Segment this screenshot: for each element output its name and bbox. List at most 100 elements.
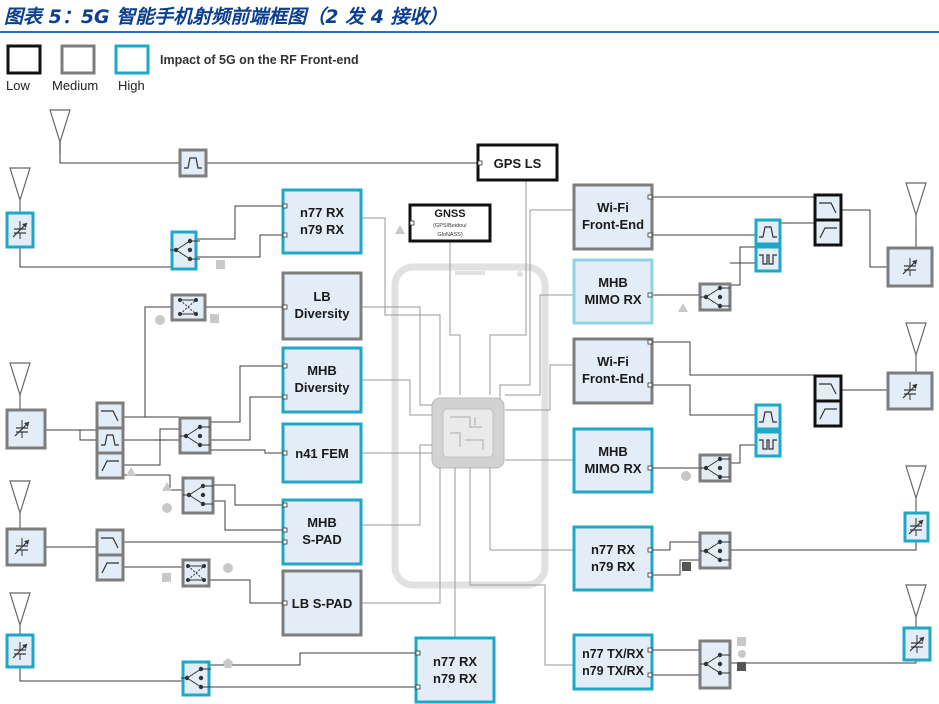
legend-box-high xyxy=(114,44,150,75)
tuner-icon xyxy=(886,246,934,288)
block-mhb-s-pad: MHB S-PAD xyxy=(281,498,363,566)
svg-text:Front-End: Front-End xyxy=(582,217,644,232)
tuner-icon xyxy=(886,371,934,411)
antennas xyxy=(9,109,927,638)
block-n77-tx-rx: n77 TX/RX n79 TX/RX xyxy=(572,633,654,691)
svg-text:GPS LS: GPS LS xyxy=(494,156,542,171)
antenna-icon xyxy=(9,362,31,408)
svg-text:MIMO RX: MIMO RX xyxy=(584,461,641,476)
svg-text:MIMO RX: MIMO RX xyxy=(584,292,641,307)
block-lb-s-pad: LB S-PAD xyxy=(281,569,363,637)
filters xyxy=(95,148,843,582)
switches xyxy=(169,230,732,697)
tuner-icon xyxy=(902,626,932,662)
block-lb-diversity: LB Diversity xyxy=(281,271,363,341)
block-wifi-fe-top: Wi-Fi Front-End xyxy=(572,183,654,251)
legend-label-medium: Medium xyxy=(52,78,98,93)
svg-text:Diversity: Diversity xyxy=(295,306,351,321)
filter-icon xyxy=(813,193,843,222)
block-mhb-mimo-bottom: MHB MIMO RX xyxy=(572,427,654,494)
legend-label-low: Low xyxy=(6,78,30,93)
antenna-icon xyxy=(9,592,31,638)
filter-icon xyxy=(754,245,782,273)
svg-text:LB: LB xyxy=(313,289,330,304)
switch-icon xyxy=(698,453,732,483)
filter-icon xyxy=(754,403,782,431)
svg-text:MHB: MHB xyxy=(598,275,628,290)
switch-icon xyxy=(181,558,211,588)
antenna-icon xyxy=(905,465,927,511)
antenna-icon xyxy=(905,182,927,228)
ports xyxy=(282,160,653,690)
figure-title: 图表 5：5G 智能手机射频前端框图（2 发 4 接收） xyxy=(4,6,448,28)
filter-icon xyxy=(813,218,843,247)
legend-label-high: High xyxy=(118,78,145,93)
svg-text:n79 RX: n79 RX xyxy=(300,222,344,237)
switch-icon xyxy=(178,416,212,455)
svg-text:n79 RX: n79 RX xyxy=(433,671,477,686)
antenna-icon xyxy=(9,480,31,526)
filter-icon xyxy=(95,553,125,582)
switch-icon xyxy=(170,293,207,322)
filter-icon xyxy=(95,426,125,455)
antenna-tuners xyxy=(5,211,934,669)
switch-icon xyxy=(169,230,201,271)
switch-icon xyxy=(181,476,215,515)
block-mhb-diversity: MHB Diversity xyxy=(281,346,363,414)
tuner-icon xyxy=(903,511,930,543)
svg-text:S-PAD: S-PAD xyxy=(302,532,341,547)
legend-box-medium xyxy=(60,44,96,75)
tuner-icon xyxy=(5,633,35,669)
block-gps: GPS LS xyxy=(476,143,559,182)
bus-wires xyxy=(361,180,574,666)
filter-icon xyxy=(178,148,208,178)
block-wifi-fe-bottom: Wi-Fi Front-End xyxy=(572,337,654,405)
processor-chip-icon xyxy=(431,397,505,469)
signal-wires xyxy=(19,142,917,688)
svg-text:Front-End: Front-End xyxy=(582,371,644,386)
block-n41-fem: n41 FEM xyxy=(281,422,363,484)
block-n77-rx-left: n77 RX n79 RX xyxy=(281,188,363,255)
block-n77-rx-right: n77 RX n79 RX xyxy=(572,525,654,592)
filter-icon xyxy=(95,401,125,430)
filter-icon xyxy=(813,399,843,428)
block-mhb-mimo-top: MHB MIMO RX xyxy=(572,258,654,325)
switch-icon xyxy=(180,660,212,697)
svg-text:MHB: MHB xyxy=(307,363,337,378)
filter-icon xyxy=(95,528,125,557)
legend-caption: Impact of 5G on the RF Front-end xyxy=(160,53,359,67)
svg-text:n41 FEM: n41 FEM xyxy=(295,446,348,461)
svg-text:LB S-PAD: LB S-PAD xyxy=(292,596,352,611)
filter-icon xyxy=(813,374,843,403)
svg-text:Wi-Fi: Wi-Fi xyxy=(597,200,629,215)
title-rule xyxy=(0,31,939,33)
rf-frontend-diagram: Low Medium High Impact of 5G on the RF F… xyxy=(5,44,934,704)
antenna-icon xyxy=(905,322,927,368)
svg-text:n79 RX: n79 RX xyxy=(591,559,635,574)
indicators xyxy=(126,225,746,671)
svg-text:Wi-Fi: Wi-Fi xyxy=(597,354,629,369)
svg-text:n77 RX: n77 RX xyxy=(433,654,477,669)
switch-icon xyxy=(698,531,732,570)
svg-text:MHB: MHB xyxy=(598,444,628,459)
tuner-icon xyxy=(5,408,47,450)
block-gnss: GNSS (GPS/Beidou/ GloNASS) xyxy=(408,203,492,243)
svg-text:(GPS/Beidou/: (GPS/Beidou/ xyxy=(433,223,467,229)
antenna-icon xyxy=(905,584,927,630)
tuner-icon xyxy=(5,211,35,249)
svg-text:n77 RX: n77 RX xyxy=(300,205,344,220)
filter-icon xyxy=(754,430,782,458)
filter-icon xyxy=(754,218,782,246)
svg-text:n77 TX/RX: n77 TX/RX xyxy=(582,647,644,661)
svg-text:MHB: MHB xyxy=(307,515,337,530)
legend: Low Medium High Impact of 5G on the RF F… xyxy=(6,44,359,93)
block-n77-rx-bottom: n77 RX n79 RX xyxy=(414,636,496,704)
svg-text:n77 RX: n77 RX xyxy=(591,542,635,557)
svg-text:GloNASS): GloNASS) xyxy=(437,232,463,238)
svg-text:n79 TX/RX: n79 TX/RX xyxy=(582,664,644,678)
tuner-icon xyxy=(5,527,47,567)
filter-icon xyxy=(95,451,125,480)
svg-text:GNSS: GNSS xyxy=(434,208,465,220)
switch-icon xyxy=(698,639,732,690)
svg-text:Diversity: Diversity xyxy=(295,380,351,395)
